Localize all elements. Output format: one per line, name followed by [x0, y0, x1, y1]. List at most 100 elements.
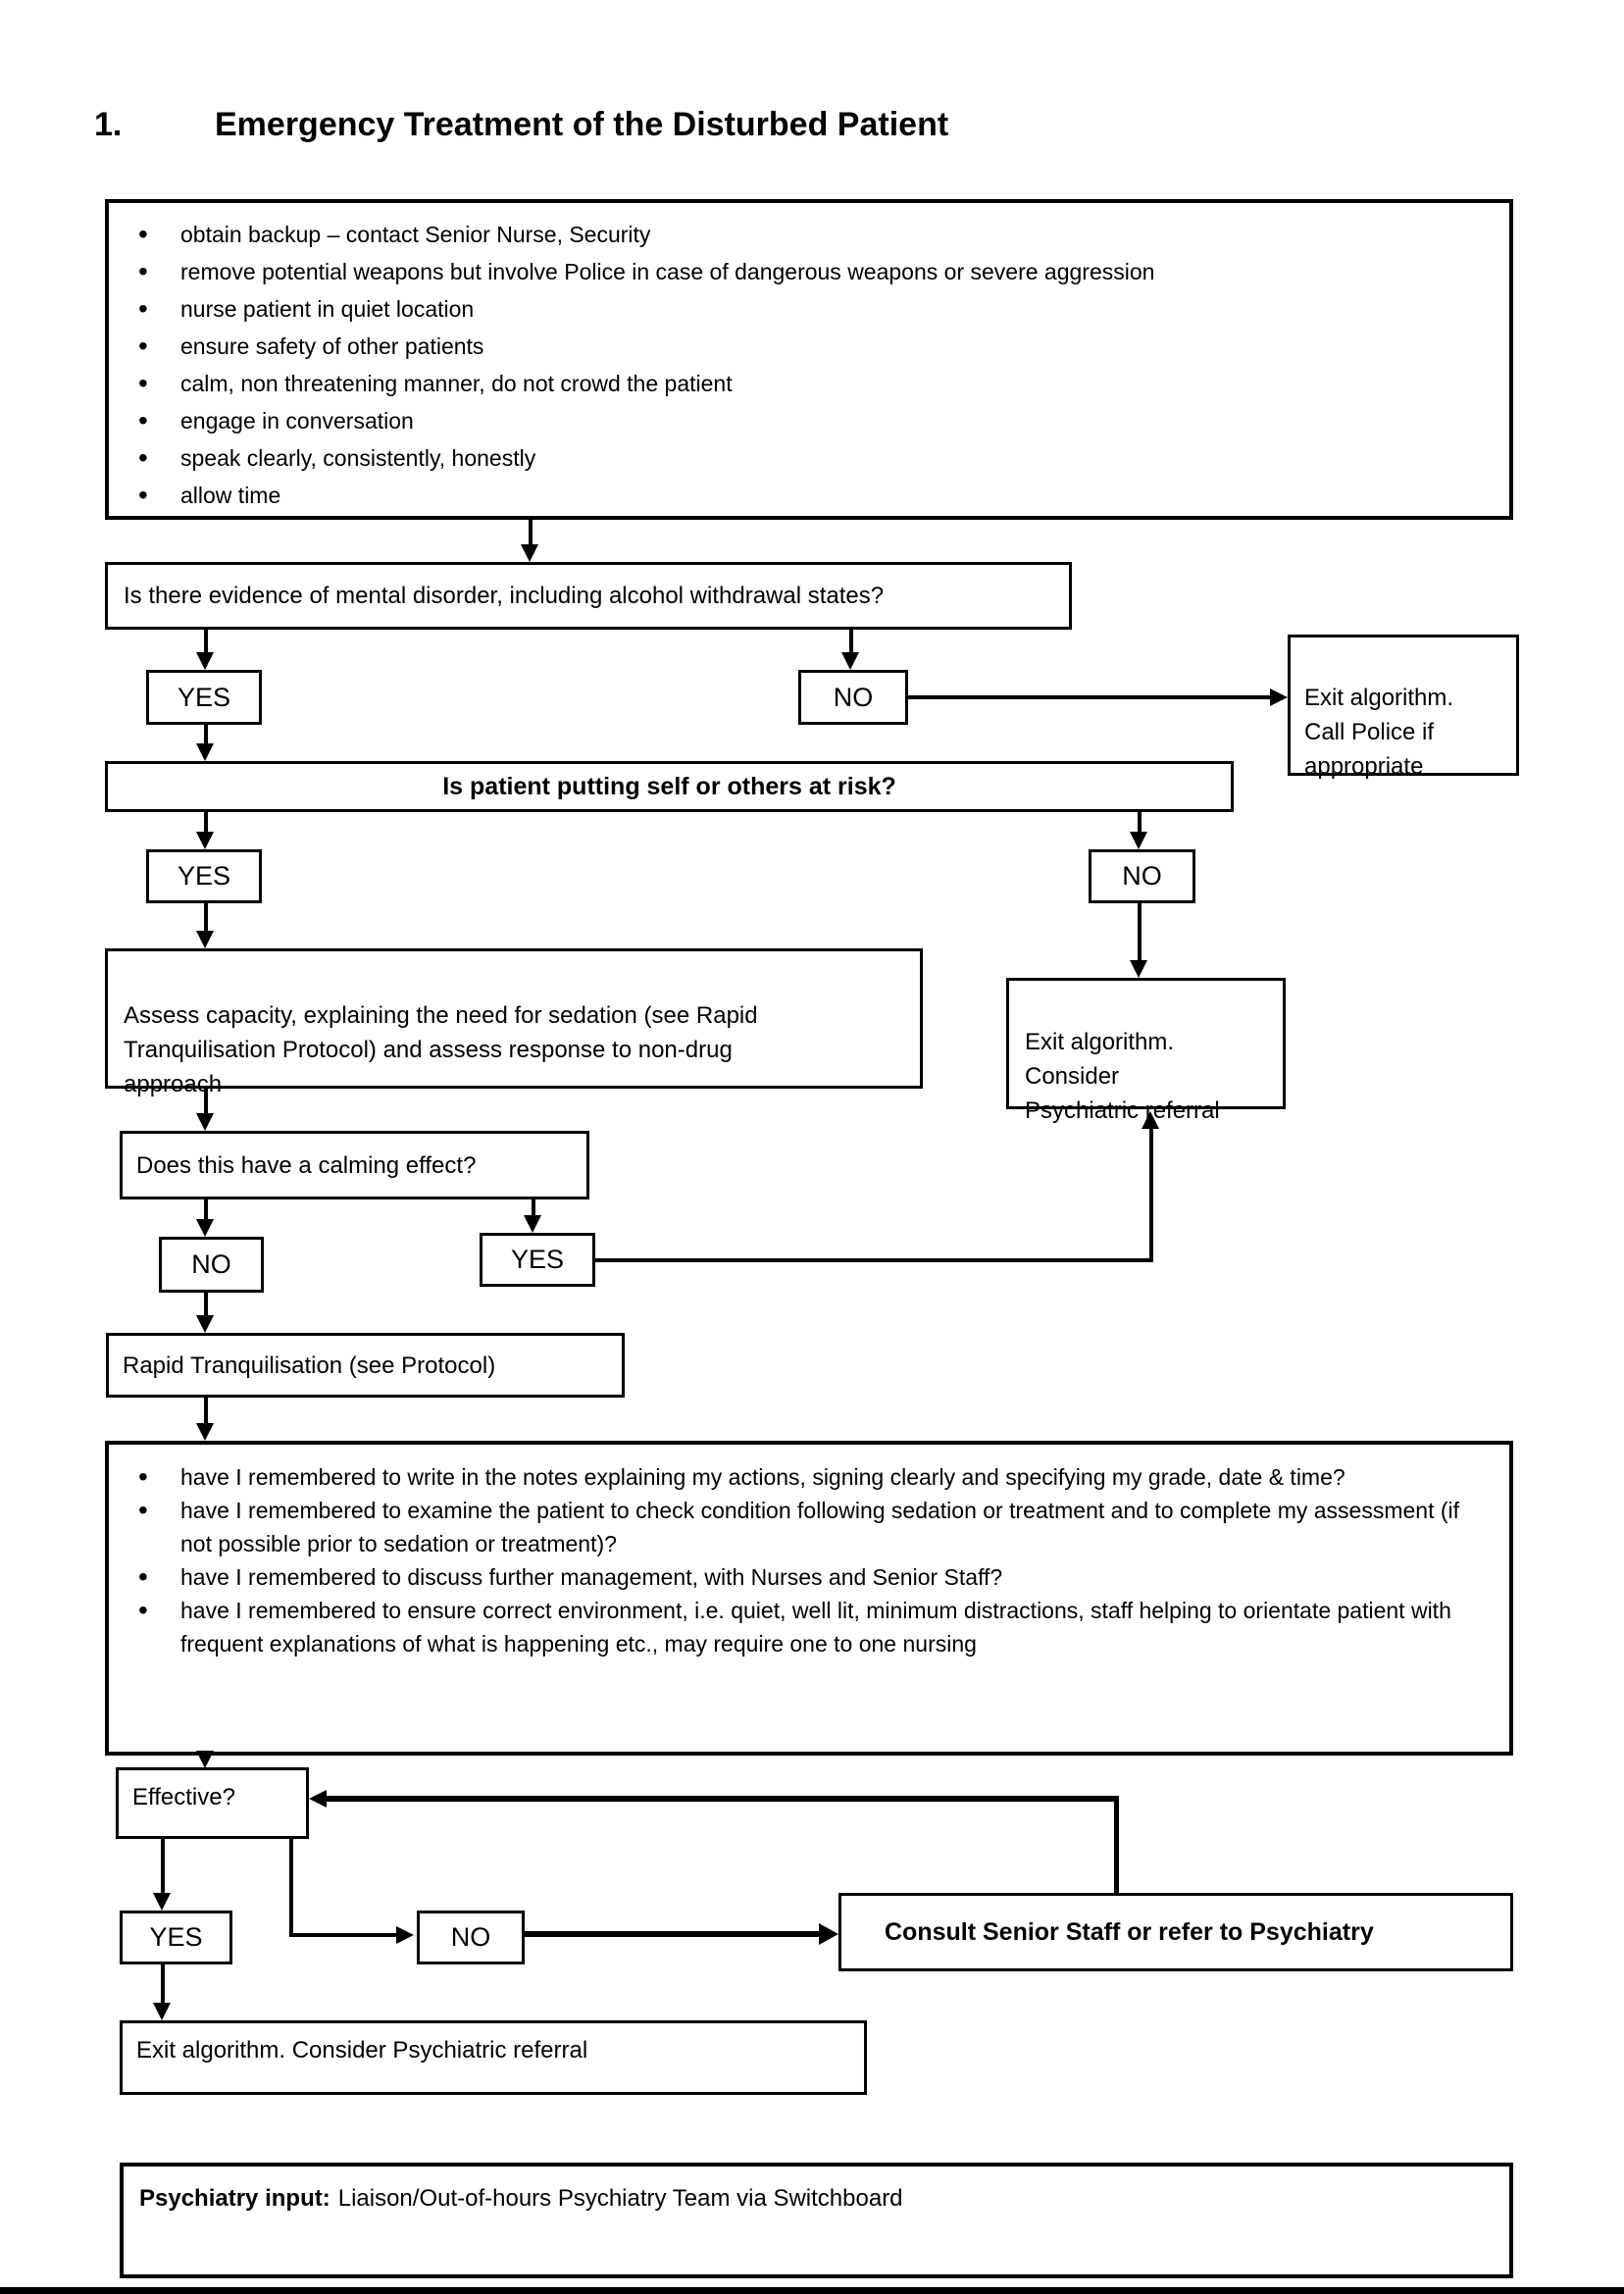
assess-capacity-text: Assess capacity, explaining the need for… — [124, 1002, 758, 1097]
psychiatry-input-text: Liaison/Out-of-hours Psychiatry Team via… — [337, 2185, 903, 2212]
arrowhead-right — [1270, 688, 1288, 706]
arrowhead-down — [153, 1893, 171, 1911]
checklist-box: have I remembered to write in the notes … — [105, 1441, 1513, 1756]
flow-connector — [204, 1293, 208, 1316]
bullet-item: ensure safety of other patients — [109, 328, 1509, 365]
bullet-item: have I remembered to discuss further man… — [109, 1560, 1509, 1594]
question-text: Does this have a calming effect? — [136, 1151, 477, 1179]
arrowhead-down — [196, 1751, 214, 1768]
flow-connector — [908, 695, 1273, 699]
effective-yes-box: YES — [120, 1911, 232, 1964]
flow-connector — [161, 1964, 165, 2004]
flow-connector — [849, 630, 853, 653]
initial-actions-list: obtain backup – contact Senior Nurse, Se… — [109, 203, 1509, 514]
assess-capacity-box: Assess capacity, explaining the need for… — [105, 948, 923, 1097]
flow-connector — [532, 1199, 535, 1216]
flow-connector — [1138, 903, 1142, 961]
bullet-item: remove potential weapons but involve Pol… — [109, 253, 1509, 290]
flow-connector — [204, 1199, 208, 1220]
arrowhead-down — [1130, 832, 1147, 849]
arrowhead-down — [524, 1215, 541, 1233]
bullet-item: have I remembered to examine the patient… — [109, 1494, 1509, 1560]
question-text: Effective? — [132, 1784, 235, 1810]
no-label: NO — [191, 1249, 231, 1279]
bullet-item: allow time — [109, 477, 1509, 514]
flow-connector — [1149, 1128, 1153, 1262]
flow-connector — [289, 1839, 293, 1937]
bullet-item: obtain backup – contact Senior Nurse, Se… — [109, 216, 1509, 253]
arrowhead-down — [196, 1113, 214, 1131]
consult-senior-staff-text: Consult Senior Staff or refer to Psychia… — [885, 1917, 1374, 1946]
yes-label: YES — [510, 1245, 565, 1274]
flow-connector — [204, 630, 208, 653]
yes-label: YES — [177, 682, 231, 712]
no-label: NO — [450, 1922, 491, 1952]
exit-call-police-box: Exit algorithm. Call Police if appropria… — [1288, 635, 1519, 780]
psychiatry-input-box: Psychiatry input: Liaison/Out-of-hours Ps… — [120, 2163, 1513, 2278]
arrowhead-right — [819, 1923, 838, 1945]
no-label: NO — [833, 682, 874, 712]
question-effective-box: Effective? — [116, 1767, 309, 1839]
exit-referral-text: Exit algorithm. Consider Psychiatric ref… — [136, 2037, 588, 2064]
arrowhead-down — [196, 743, 214, 761]
flow-connector — [204, 725, 208, 744]
flow-connector — [289, 1933, 399, 1937]
question-text: Is there evidence of mental disorder, in… — [124, 583, 885, 609]
scan-edge-artifact — [0, 2287, 1624, 2294]
question-text: Is patient putting self or others at ris… — [442, 772, 896, 800]
initial-actions-box: obtain backup – contact Senior Nurse, Se… — [105, 199, 1513, 520]
flow-connector — [1114, 1796, 1119, 1893]
psychiatry-input-label: Psychiatry input: — [139, 2185, 330, 2212]
arrowhead-down — [196, 1219, 214, 1237]
calming-no-box: NO — [159, 1237, 264, 1293]
arrowhead-left — [309, 1790, 327, 1808]
yes-label: YES — [177, 861, 231, 891]
rapid-tranquilisation-box: Rapid Tranquilisation (see Protocol) — [106, 1333, 625, 1398]
bullet-item: nurse patient in quiet location — [109, 290, 1509, 328]
flow-connector — [595, 1258, 1153, 1262]
calming-yes-box: YES — [480, 1233, 595, 1287]
effective-no-box: NO — [417, 1911, 525, 1964]
flow-connector — [204, 812, 208, 833]
bullet-item: have I remembered to write in the notes … — [109, 1460, 1509, 1494]
risk-yes-box: YES — [146, 849, 262, 903]
flow-connector — [326, 1796, 1119, 1802]
arrowhead-down — [521, 544, 538, 562]
arrowhead-down — [196, 1423, 214, 1441]
page-title: Emergency Treatment of the Disturbed Pat… — [215, 106, 949, 143]
bullet-item: engage in conversation — [109, 402, 1509, 439]
arrowhead-right — [396, 1926, 414, 1944]
flow-connector — [204, 903, 208, 932]
arrowhead-down — [196, 652, 214, 670]
mental-disorder-yes-box: YES — [146, 670, 262, 725]
exit-consider-referral-box: Exit algorithm. Consider Psychiatric ref… — [1006, 978, 1286, 1124]
no-label: NO — [1122, 861, 1162, 891]
checklist-list: have I remembered to write in the notes … — [109, 1445, 1509, 1660]
bullet-item: calm, non threatening manner, do not cro… — [109, 365, 1509, 402]
arrowhead-down — [196, 832, 214, 849]
page-title-number: 1. — [94, 106, 123, 143]
arrowhead-down — [841, 652, 859, 670]
exit-consider-referral-text: Exit algorithm. Consider Psychiatric ref… — [1025, 1029, 1220, 1124]
flow-connector — [525, 1931, 820, 1937]
rapid-tranquilisation-text: Rapid Tranquilisation (see Protocol) — [123, 1351, 496, 1379]
yes-label: YES — [149, 1922, 203, 1952]
consult-senior-staff-box: Consult Senior Staff or refer to Psychia… — [838, 1893, 1513, 1971]
exit-referral-box: Exit algorithm. Consider Psychiatric ref… — [120, 2020, 867, 2095]
flow-connector — [204, 1089, 208, 1114]
exit-call-police-text: Exit algorithm. Call Police if appropria… — [1304, 685, 1454, 780]
arrowhead-down — [196, 931, 214, 948]
flow-connector — [529, 520, 533, 545]
arrowhead-down — [1130, 960, 1147, 978]
flow-connector — [161, 1839, 165, 1894]
arrowhead-up — [1142, 1111, 1159, 1129]
question-risk-box: Is patient putting self or others at ris… — [105, 761, 1234, 812]
risk-no-box: NO — [1089, 849, 1195, 903]
flow-connector — [204, 1398, 208, 1424]
bullet-item: have I remembered to ensure correct envi… — [109, 1594, 1509, 1660]
arrowhead-down — [196, 1315, 214, 1333]
question-mental-disorder-box: Is there evidence of mental disorder, in… — [105, 562, 1072, 630]
mental-disorder-no-box: NO — [798, 670, 908, 725]
bullet-item: speak clearly, consistently, honestly — [109, 439, 1509, 477]
